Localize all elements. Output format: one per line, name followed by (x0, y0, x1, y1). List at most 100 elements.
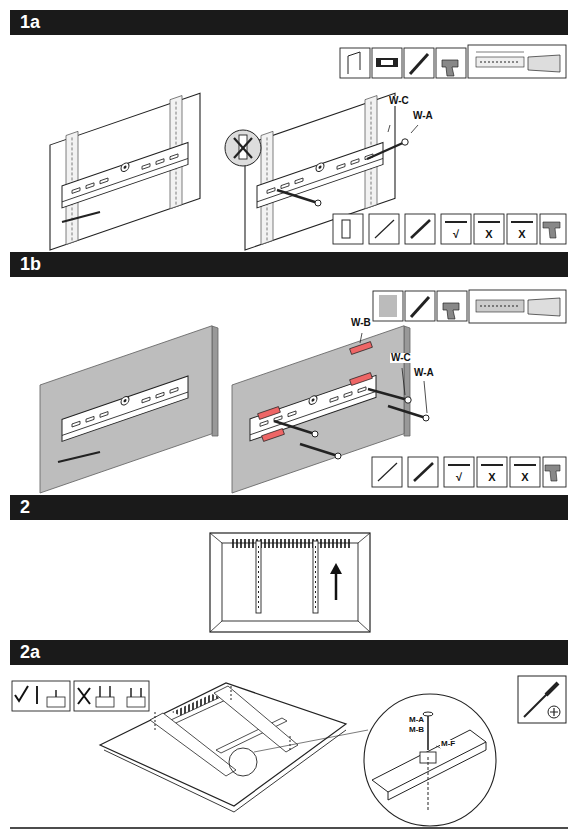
tool-icons (405, 291, 435, 321)
tool-icons (442, 60, 458, 76)
screw-icons (12, 681, 70, 711)
concrete-screws (360, 333, 362, 343)
tool-icons (411, 297, 429, 317)
step-icons (375, 220, 394, 238)
screw-icons (55, 690, 57, 697)
wood-screws (402, 139, 408, 145)
screwdriver-icon (518, 676, 566, 723)
concrete-wall-scene (232, 326, 404, 493)
tool-icons (410, 54, 428, 74)
step-icons (543, 457, 566, 487)
cross-mark: X (478, 472, 506, 483)
wood-screws (367, 142, 405, 159)
step-icons (478, 221, 500, 223)
step-icons (477, 457, 507, 487)
step-icons (411, 220, 430, 238)
tool-icons (376, 58, 398, 67)
tv-back (258, 546, 259, 610)
step-icons (333, 214, 566, 244)
no-plug-symbol (225, 130, 261, 166)
part-label: W-A (412, 111, 434, 121)
tool-icons (379, 295, 397, 317)
tool-icons (528, 298, 560, 316)
tv-back (358, 621, 370, 632)
detail-circle (428, 757, 429, 812)
tv-perspective (150, 713, 236, 776)
step-icons (342, 220, 350, 238)
section-band: 2a (10, 640, 568, 665)
tv-perspective (290, 736, 291, 752)
wall-plugs (350, 373, 373, 386)
tool-icons (340, 48, 370, 78)
tv-back (313, 541, 318, 613)
tv-perspective (100, 683, 346, 806)
tool-icons (373, 291, 403, 321)
check-mark: √ (445, 472, 473, 483)
step-icons (372, 457, 402, 487)
step-icons (545, 465, 560, 481)
section-number: 2 (10, 497, 30, 517)
wood-screws (277, 125, 418, 206)
concrete-screws (388, 406, 426, 418)
step-icons (543, 222, 560, 238)
no-plug-symbol (234, 138, 252, 158)
tool-icons (381, 60, 393, 65)
detail-circle (427, 716, 429, 750)
stud-wall-scene (50, 89, 200, 250)
tool-icons (528, 55, 560, 72)
part-label: M-A (408, 716, 425, 724)
concrete-screws (300, 444, 338, 456)
check-mark: √ (442, 229, 470, 240)
screw-icons (36, 686, 38, 704)
detail-circle (364, 694, 496, 826)
screwdriver-icon (546, 683, 558, 695)
part-label: M-B (408, 726, 425, 734)
tv-perspective (100, 683, 368, 812)
part-label: W-C (388, 96, 410, 106)
stud-wall-scene (62, 141, 188, 207)
wall-plugs (262, 429, 285, 442)
tool-icons (436, 48, 466, 78)
wall-plugs (350, 342, 373, 355)
screw-icons (96, 697, 114, 707)
step-icons (408, 457, 438, 487)
tv-back (210, 533, 222, 543)
footer-rule (10, 827, 568, 829)
step-icons (444, 457, 474, 487)
wood-screws (411, 125, 418, 133)
step-icons (445, 221, 467, 223)
section-number: 2a (10, 642, 40, 662)
tool-icons (476, 52, 524, 53)
section-band: 2 (10, 495, 568, 520)
tool-icons (404, 48, 434, 78)
wood-screws (388, 125, 390, 132)
cross-mark: X (511, 472, 539, 483)
tool-icons (480, 62, 520, 63)
concrete-wall-scene (40, 326, 212, 493)
tool-icons (476, 57, 524, 67)
screw-icons (140, 688, 142, 697)
tool-icons (437, 291, 467, 321)
stud-wall-scene (257, 141, 383, 207)
part-label: M-F (440, 740, 456, 748)
concrete-wall-scene (250, 374, 376, 440)
tool-icons (348, 52, 360, 74)
screwdriver-icon (550, 708, 558, 716)
screw-icons (130, 688, 132, 697)
section-band: 1b (10, 252, 568, 277)
concrete-screws (274, 421, 315, 434)
step-icons (510, 457, 540, 487)
tv-perspective (155, 712, 156, 730)
wood-screws (315, 200, 321, 206)
tool-icons (372, 48, 402, 78)
tv-back (210, 533, 370, 632)
screwdriver-icon (524, 693, 548, 717)
concrete-screws (405, 397, 411, 403)
step-icons (540, 214, 566, 244)
tool-icons (373, 290, 566, 323)
concrete-wall-scene (58, 452, 100, 462)
tool-icons (340, 45, 566, 78)
screw-icons (74, 681, 149, 711)
concrete-wall-scene (40, 326, 212, 493)
